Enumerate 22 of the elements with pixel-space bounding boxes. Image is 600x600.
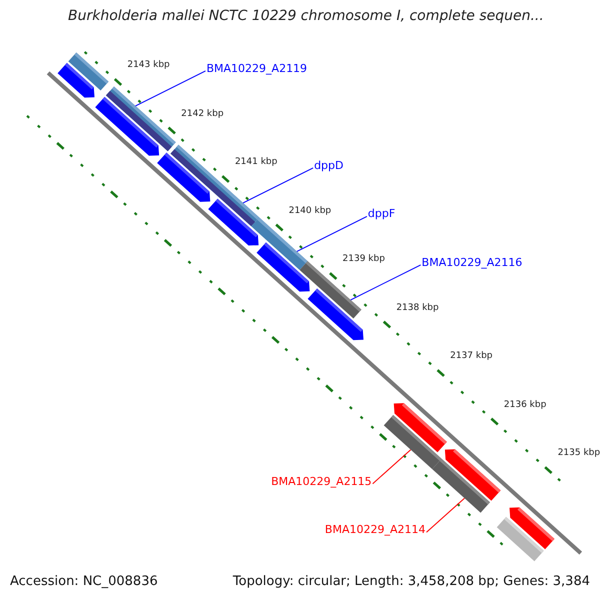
scale-label: 2137 kbp [450,351,493,362]
scale-label: 2143 kbp [127,60,170,70]
gene-bar [384,415,442,470]
gene-bar [432,458,490,513]
leader-line [372,449,412,484]
gene-label: BMA10229_A2114 [324,524,426,537]
scale-label: 2136 kbp [504,400,546,410]
scale-label: 2139 kbp [342,254,385,264]
gene-label: dppD [314,160,344,173]
gene-label: BMA10229_A2119 [206,62,308,76]
scale-label: 2135 kbp [558,448,600,458]
accession-text: Accession: NC_008836 [10,575,158,590]
scale-label: 2142 kbp [181,108,224,119]
genome-stats-text: Topology: circular; Length: 3,458,208 bp; Genes: 3,384 [232,575,590,590]
map-title: Burkholderia mallei NCTC 10229 chromosome I, complete sequen... [68,8,544,24]
leader-line [350,264,422,300]
leader-line [426,498,465,533]
leader-line [242,167,314,204]
scale-label: 2141 kbp [234,157,278,168]
gene-label: BMA10229_A2116 [422,256,522,270]
gene-label: BMA10229_A2115 [271,476,372,488]
gene-label: dppF [368,208,396,222]
